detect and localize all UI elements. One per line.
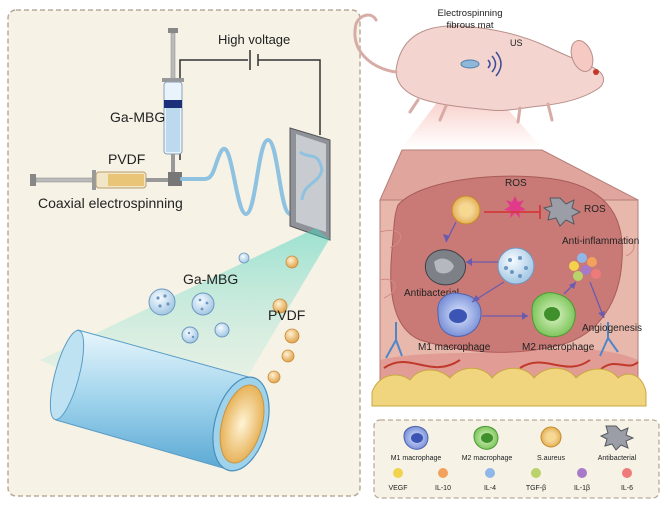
s-aureus-icon [540,426,562,448]
vegf-label: VEGF [388,485,407,492]
vegf-swatch [393,468,403,478]
legend-saureus-label: S.aureus [537,455,566,462]
angiogenesis-label: Angiogenesis [582,323,642,334]
pvdf-syringe [30,170,182,190]
ros-right-label: ROS [584,204,606,215]
coaxial-label: Coaxial electrospinning [38,195,183,211]
m1-label: M1 macrophage [418,342,491,353]
ga-mbg-particles [148,252,250,344]
mouse-illustration [353,13,604,148]
ga-mbg-syringe [162,28,184,172]
anti-inflammation-label: Anti-inflammation [562,236,639,247]
left-panel: High voltage Ga-MBG PVDF Coaxial electro… [7,9,361,497]
ros-top-label: ROS [505,178,527,189]
arrow-heads [443,234,605,320]
antibacterial-label: Antibacterial [404,288,459,299]
ga-mbg-cell [497,247,535,285]
pvdf-particles-label: PVDF [268,307,305,323]
m1-macrophage-icon [403,425,429,450]
legend-m1-label: M1 macrophage [391,455,442,462]
ga-mbg-particles-label: Ga-MBG [183,271,238,287]
damaged-bacteria-icon [424,249,467,286]
us-label: US [510,38,523,48]
inhibition-arrow [484,205,541,219]
mat-label-line2: fibrous mat [447,20,494,31]
s-aureus-cell [451,195,481,225]
il1b-label: IL-1β [574,485,590,492]
bacteria-killed-icon [542,197,582,227]
pvdf-particles [267,255,300,384]
il10-label: IL-10 [435,485,451,492]
m2-macrophage-icon [473,425,499,450]
tgfb-label: TGF-β [526,485,546,492]
legend-m2-label: M2 macrophage [462,455,513,462]
mat-label-line1: Electrospinning [438,8,503,19]
collector-plate [289,127,331,241]
il1b-swatch [577,468,587,478]
legend-cytokines: VEGF IL-10 IL-4 TGF-β IL-1β IL-6 [388,468,633,492]
tgfb-swatch [531,468,541,478]
il6-swatch [622,468,632,478]
legend-antibacterial-label: Antibacterial [598,455,637,462]
il10-swatch [438,468,448,478]
il4-swatch [485,468,495,478]
pvdf-syringe-label: PVDF [108,151,145,167]
antibacterial-icon [599,425,635,451]
m1-macrophage-cell [437,292,482,337]
ga-mbg-syringe-label: Ga-MBG [110,109,165,125]
coaxial-fiber-tube [49,329,270,472]
ultrasound-icon [487,51,502,77]
legend-panel: M1 macrophage M2 macrophage S.aureus Ant… [373,419,660,499]
il4-label: IL-4 [484,485,496,492]
m2-label: M2 macrophage [522,342,595,353]
ros-burst-icon [504,196,526,218]
high-voltage-label: High voltage [218,32,290,47]
il6-label: IL-6 [621,485,633,492]
cytokine-cluster [569,253,601,281]
m2-macrophage-cell [531,292,576,338]
